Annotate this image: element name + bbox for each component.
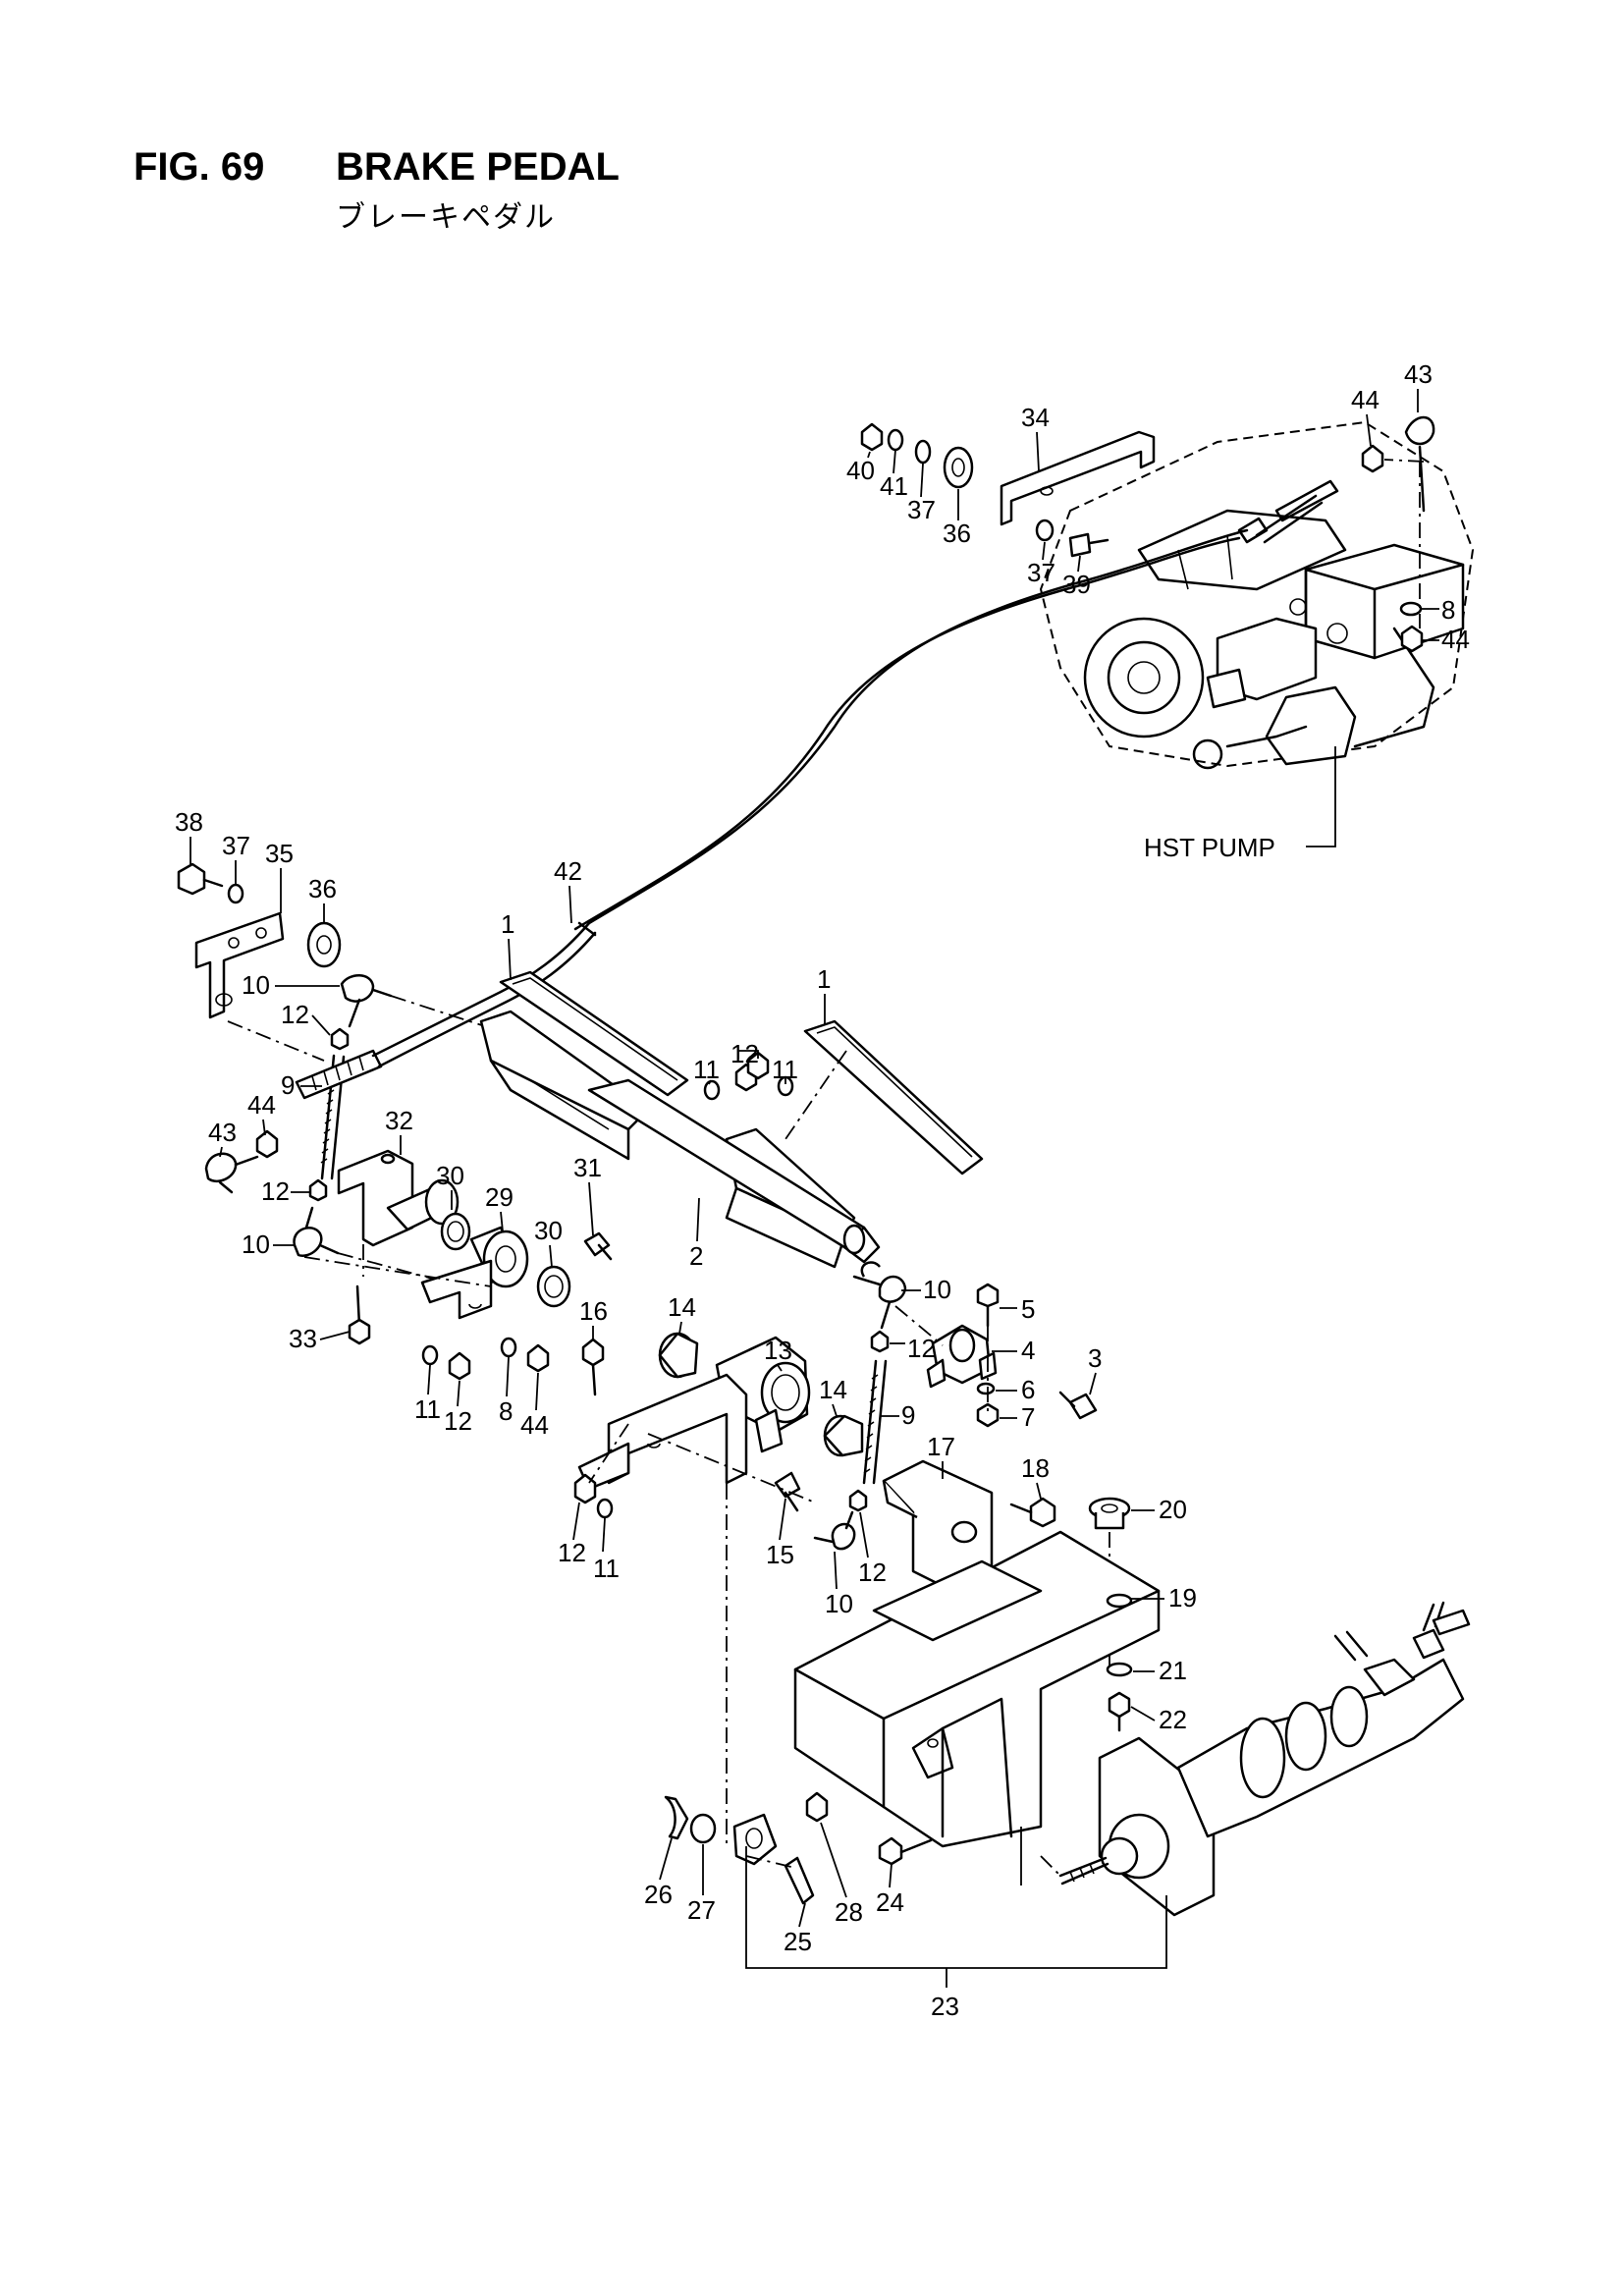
callout: 33 [289, 1324, 317, 1353]
callout: 6 [1021, 1375, 1035, 1404]
callout: 10 [242, 1230, 270, 1259]
callouts: 43 44 34 40 41 37 36 37 39 8 44 38 37 35… [175, 359, 1470, 2021]
figure-title: BRAKE PEDAL [336, 145, 620, 189]
callout: 2 [689, 1241, 703, 1271]
callout: 13 [764, 1336, 792, 1365]
callout: 23 [931, 1992, 959, 2021]
callout: 8 [499, 1396, 513, 1426]
callout: 37 [907, 495, 936, 524]
pedal-arms [479, 921, 984, 1269]
callout: 12 [558, 1538, 586, 1567]
callout: 30 [534, 1216, 563, 1245]
callout: 38 [175, 807, 203, 837]
callout: 1 [501, 909, 514, 939]
callout: 11 [414, 1394, 441, 1424]
callout: 26 [644, 1880, 673, 1909]
callout: 21 [1159, 1656, 1187, 1685]
callout: 5 [1021, 1294, 1035, 1324]
callout: 15 [766, 1540, 794, 1569]
callout: 37 [222, 831, 250, 860]
callout: 16 [579, 1296, 608, 1326]
callout: 27 [687, 1895, 716, 1925]
callout: 17 [927, 1432, 955, 1461]
left-rod-assembly [204, 921, 597, 1287]
callout: 29 [485, 1182, 514, 1212]
upper-bracket-parts [860, 415, 1435, 653]
pivot-bracket [303, 1149, 613, 1381]
callout: 34 [1021, 403, 1050, 432]
callout: 43 [208, 1118, 237, 1147]
callout: 12 [261, 1176, 290, 1206]
callout: 18 [1021, 1453, 1050, 1483]
right-rod-assembly [813, 1261, 1098, 1551]
callout: 8 [1441, 595, 1455, 625]
callout: 10 [923, 1275, 951, 1304]
callout: 42 [554, 856, 582, 886]
callout: 32 [385, 1106, 413, 1135]
callout: 9 [901, 1400, 915, 1430]
callout: 41 [880, 471, 908, 501]
callout: 31 [573, 1153, 602, 1182]
callout: 12 [858, 1558, 887, 1587]
callout: 11 [693, 1055, 720, 1084]
callout: 35 [265, 839, 294, 868]
callout: 19 [1168, 1583, 1197, 1613]
callout: 44 [1351, 385, 1380, 414]
callout: 1 [817, 964, 831, 994]
callout: 9 [281, 1070, 295, 1100]
callout: 40 [846, 456, 875, 485]
callout: 12 [907, 1334, 936, 1363]
callout: 14 [819, 1375, 847, 1404]
figure-subtitle-jp: ブレーキペダル [336, 200, 556, 235]
left-bracket-parts [177, 862, 342, 1062]
callout: 22 [1159, 1705, 1187, 1734]
brake-cable-outer [573, 536, 1241, 931]
hst-pump-drawing: HST PUMP [1039, 420, 1475, 862]
callout: 14 [668, 1292, 696, 1322]
callout: 3 [1088, 1343, 1102, 1373]
brake-cable [587, 528, 1249, 925]
lower-mount-bracket [793, 1497, 1161, 1848]
callout: 12 [730, 1039, 759, 1068]
callout: 39 [1062, 570, 1091, 599]
callout: 4 [1021, 1336, 1035, 1365]
callout: 7 [1021, 1402, 1035, 1432]
callout: 30 [436, 1161, 464, 1190]
callout: 36 [943, 519, 971, 548]
callout: 10 [825, 1589, 853, 1618]
figure-number: FIG. 69 [134, 145, 265, 189]
callout: 12 [281, 1000, 309, 1029]
callout: 44 [1441, 625, 1470, 654]
callout: 43 [1404, 359, 1433, 389]
callout: 36 [308, 874, 337, 903]
callout: 28 [835, 1897, 863, 1927]
hst-pump-label: HST PUMP [1144, 833, 1275, 862]
callout: 12 [444, 1406, 472, 1436]
callout: 44 [520, 1410, 549, 1440]
callout: 11 [593, 1554, 620, 1583]
callout: 44 [247, 1090, 276, 1120]
callout: 10 [242, 970, 270, 1000]
callout: 37 [1027, 558, 1055, 587]
callout: 25 [784, 1927, 812, 1956]
master-cylinder [664, 1601, 1471, 1988]
callout: 24 [876, 1887, 904, 1917]
lower-pedal-bracket [573, 1332, 1056, 1846]
callout: 20 [1159, 1495, 1187, 1524]
